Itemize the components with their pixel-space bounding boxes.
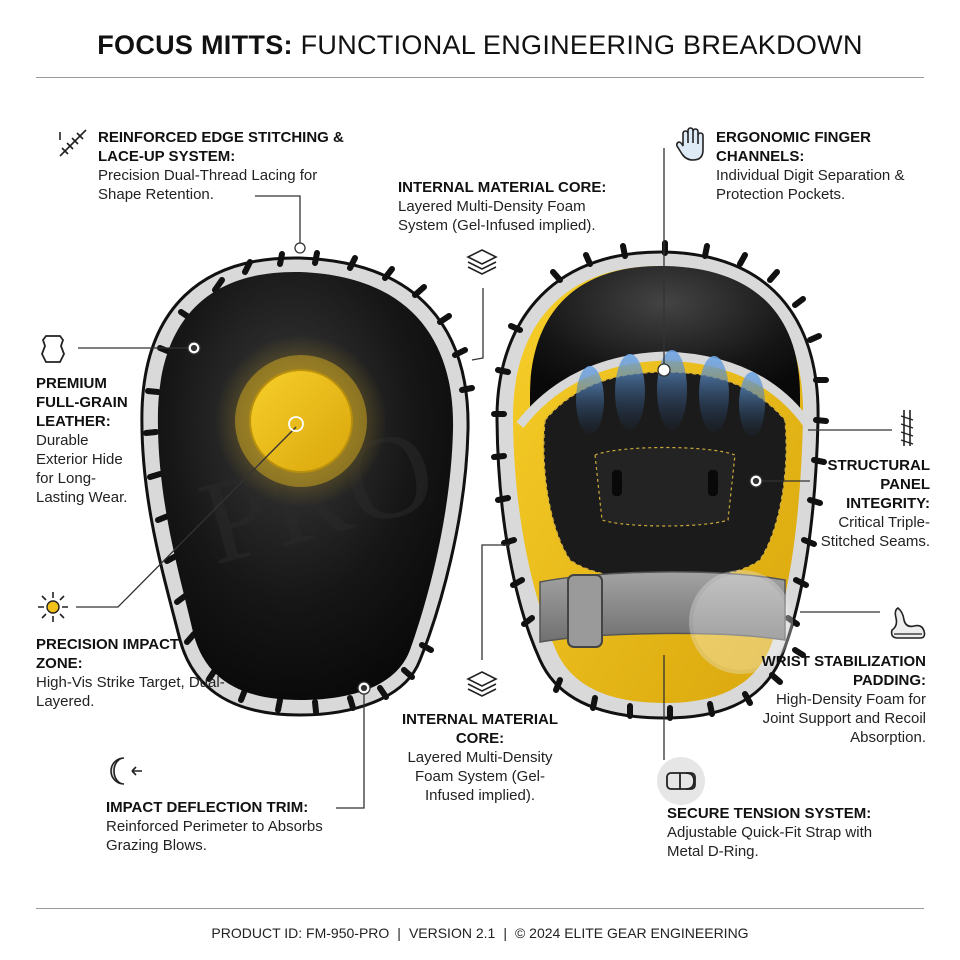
callout-description: Layered Multi-Density Foam System (Gel-I… (398, 198, 596, 234)
callout-description: High-Vis Strike Target, Dual-Layered. (36, 674, 225, 710)
page-title: FOCUS MITTS: FUNCTIONAL ENGINEERING BREA… (0, 30, 960, 61)
title-divider (36, 77, 924, 78)
title-bold: FOCUS MITTS: (97, 30, 293, 60)
callout-heading: REINFORCED EDGE STITCHING & LACE-UP SYST… (98, 129, 344, 165)
footer-separator: | (397, 925, 401, 941)
footer-separator: | (503, 925, 507, 941)
callout-wrist-padding: WRIST STABILIZATION PADDING: High-Densit… (760, 652, 926, 747)
stitch-icon (59, 129, 87, 157)
callout-finger-channels: ERGONOMIC FINGER CHANNELS: Individual Di… (716, 128, 926, 204)
strap-highlight (689, 570, 793, 674)
hide-icon (41, 335, 65, 363)
callout-heading: PREMIUM FULL-GRAIN LEATHER: (36, 375, 128, 430)
callout-heading: WRIST STABILIZATION PADDING: (761, 653, 926, 689)
callout-core-top: INTERNAL MATERIAL CORE: Layered Multi-De… (398, 178, 638, 235)
title-rest: FUNCTIONAL ENGINEERING BREAKDOWN (292, 30, 863, 60)
copyright: © 2024 ELITE GEAR ENGINEERING (514, 925, 749, 941)
layers-icon (466, 671, 498, 697)
layers-icon (466, 249, 498, 275)
callout-deflection-trim: IMPACT DEFLECTION TRIM: Reinforced Perim… (106, 798, 326, 855)
callout-description: Layered Multi-Density Foam System (Gel-I… (407, 749, 553, 804)
right-mitt-lacing (491, 240, 829, 721)
impact-zone-target (249, 369, 353, 473)
leader-lines (76, 148, 892, 809)
callout-description: Durable Exterior Hide for Long-Lasting W… (36, 432, 128, 506)
callout-description: Adjustable Quick-Fit Strap with Metal D-… (667, 824, 873, 860)
left-mitt: PRO (140, 250, 475, 717)
callout-heading: PRECISION IMPACT ZONE: (36, 636, 180, 672)
right-mitt (491, 240, 829, 721)
inner-seam (594, 446, 736, 527)
seam-icon (900, 410, 914, 446)
version: VERSION 2.1 (408, 925, 496, 941)
callout-impact-zone: PRECISION IMPACT ZONE: High-Vis Strike T… (36, 635, 226, 711)
left-mitt-lacing (143, 250, 475, 715)
callout-description: Precision Dual-Thread Lacing for Shape R… (98, 167, 318, 203)
callout-description: Critical Triple-Stitched Seams. (820, 514, 930, 550)
burst-icon (38, 592, 68, 622)
callout-leather: PREMIUM FULL-GRAIN LEATHER: Durable Exte… (36, 374, 144, 507)
strap-loop (567, 574, 603, 648)
product-id: PRODUCT ID: FM-950-PRO (211, 925, 390, 941)
d-ring-icon (657, 757, 705, 805)
callout-heading: INTERNAL MATERIAL CORE: (401, 711, 559, 747)
deflect-icon (110, 757, 142, 785)
footer-divider (36, 908, 924, 909)
vent-right (708, 470, 718, 496)
callout-heading: INTERNAL MATERIAL CORE: (398, 179, 607, 196)
callout-heading: SECURE TENSION SYSTEM: (667, 805, 872, 822)
vent-left (612, 470, 622, 496)
footer: PRODUCT ID: FM-950-PRO | VERSION 2.1 | © 202… (0, 925, 960, 941)
finger-channels-glow (576, 350, 765, 436)
callout-description: High-Density Foam for Joint Support and … (762, 691, 926, 746)
callout-core-bottom: INTERNAL MATERIAL CORE: Layered Multi-De… (392, 710, 568, 805)
callout-panel-integrity: STRUCTURAL PANEL INTEGRITY: Critical Tri… (800, 456, 930, 551)
callout-tension-system: SECURE TENSION SYSTEM: Adjustable Quick-… (667, 804, 897, 861)
callout-description: Reinforced Perimeter to Absorbs Grazing … (106, 818, 323, 854)
callout-heading: IMPACT DEFLECTION TRIM: (106, 799, 309, 816)
wrist-pad-icon (890, 607, 926, 639)
callout-heading: STRUCTURAL PANEL INTEGRITY: (827, 457, 931, 512)
hand-icon (675, 127, 704, 161)
callout-edge-stitching: REINFORCED EDGE STITCHING & LACE-UP SYST… (98, 128, 358, 204)
finger-hood (530, 265, 800, 412)
callout-heading: ERGONOMIC FINGER CHANNELS: (716, 129, 872, 165)
callout-description: Individual Digit Separation & Protection… (716, 167, 905, 203)
